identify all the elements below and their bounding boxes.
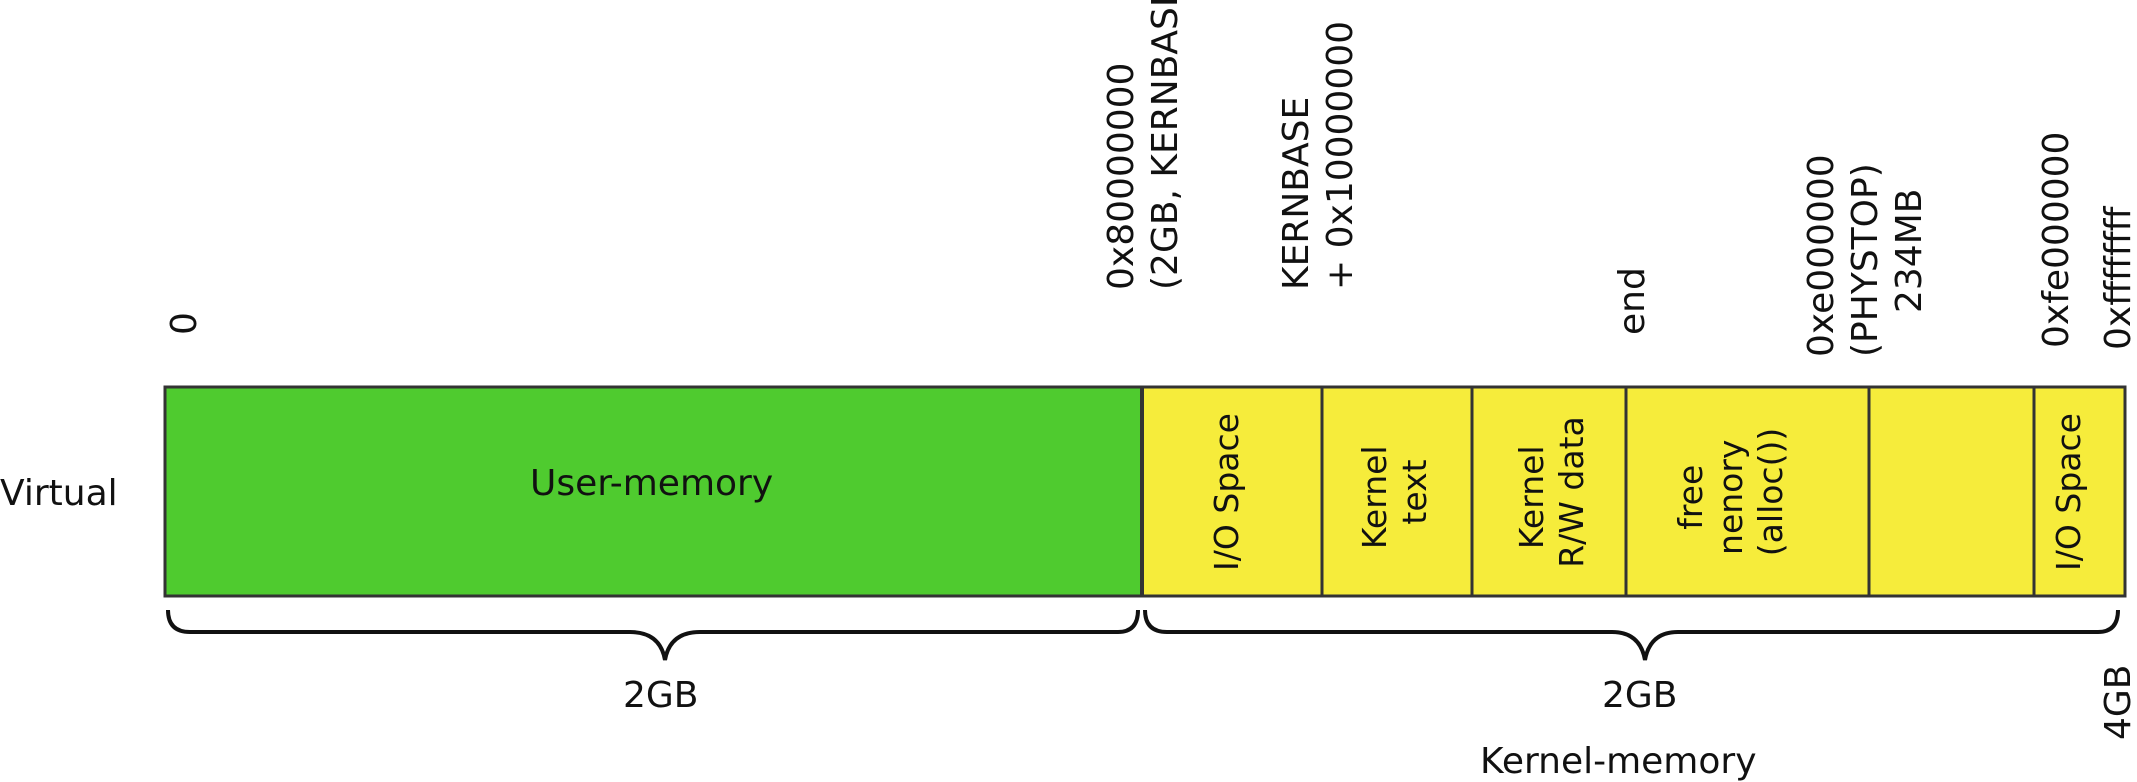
address-label-devspace: 0xfe000000 [2036, 132, 2077, 348]
user-memory-label: User-memory [530, 463, 773, 504]
kernel-size-brace [1143, 609, 2120, 661]
total-size-label: 4GB [2098, 665, 2137, 741]
user-size-brace [166, 609, 1140, 661]
io-space-low-label: I/O Space [1207, 413, 1246, 571]
address-label-phystop: 0xe000000 (PHYSTOP) 234MB [1801, 143, 1930, 357]
io-space-high-label: I/O Space [2049, 413, 2088, 571]
user-memory-segment [163, 385, 1144, 598]
kernel-data-label: Kernel R/W data [1512, 416, 1591, 568]
address-label-top: 0xffffffff [2098, 205, 2137, 350]
virtual-row-label: Virtual [0, 473, 118, 514]
kernel-text-label: Kernel text [1355, 435, 1434, 549]
address-label-kernbase: 0x80000000 (2GB, KERNBASE) [1101, 0, 1186, 290]
address-label-kernlink: KERNBASE + 0x10000000 [1276, 21, 1361, 290]
kernel-memory-segment [1140, 385, 2127, 598]
user-size-label: 2GB [623, 675, 699, 716]
address-label-zero: 0 [164, 312, 205, 335]
address-label-end: end [1612, 267, 1653, 335]
free-memory-label: free nenory (alloc()) [1671, 428, 1790, 556]
kernel-size-label: 2GB [1602, 675, 1678, 716]
kernel-memory-label: Kernel-memory [1480, 741, 1757, 782]
